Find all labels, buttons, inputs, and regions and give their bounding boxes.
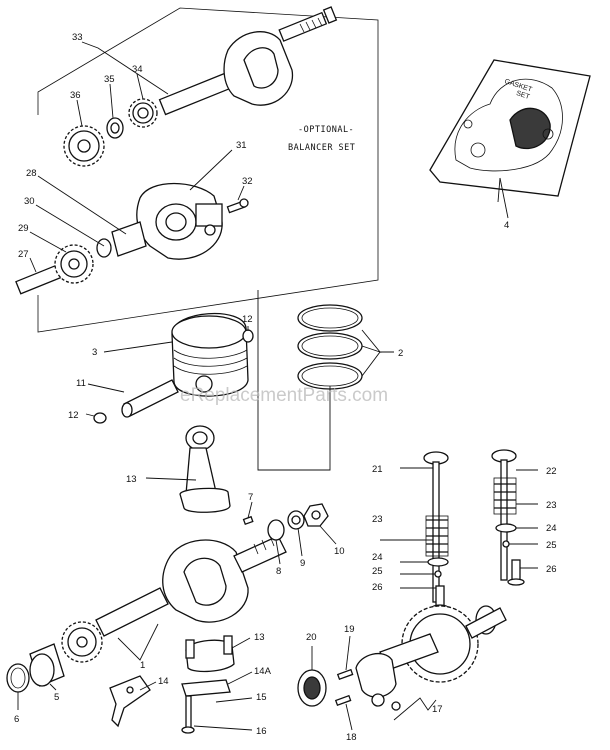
callout-labels: 33 34 35 36 31 32 28 30 29 27 4 3 12 2 1… [14,32,557,743]
callout-11: 11 [76,378,86,389]
crankshaft[interactable] [95,535,287,637]
optional-note-line2: BALANCER SET [288,143,355,153]
callout-17: 17 [432,704,443,715]
crankshaft-nut[interactable] [303,503,329,527]
balancer-set-enclosure [37,7,379,333]
retaining-ring-6[interactable] [6,663,30,693]
callout-20: 20 [306,632,317,643]
balancer-bolt-32[interactable] [226,198,249,214]
lock-plate[interactable] [181,679,231,697]
callout-12-lower: 12 [68,410,79,421]
crankshaft-key[interactable] [242,515,254,526]
callout-23-right: 23 [546,500,557,511]
optional-note-line1: -OPTIONAL- [298,125,354,135]
callout-21: 21 [372,464,383,475]
rod-screw[interactable] [181,695,195,734]
callout-12-upper: 12 [242,314,253,325]
callout-15: 15 [256,692,267,703]
callout-2: 2 [398,348,403,359]
callout-28: 28 [26,168,37,179]
crankshaft-washer[interactable] [287,510,305,530]
callout-13-lower: 13 [254,632,265,643]
callout-31: 31 [236,140,247,151]
crankshaft-gear[interactable] [61,621,103,663]
callout-25-right: 25 [546,540,557,551]
callout-16: 16 [256,726,267,737]
callout-24-right: 24 [546,523,557,534]
callout-14A: 14A [254,666,272,677]
camshaft-seal[interactable] [297,669,327,707]
callout-6: 6 [14,714,19,725]
retaining-ring-upper[interactable] [242,329,254,343]
callout-34: 34 [132,64,143,75]
gasket-set[interactable]: GASKET SET [429,59,591,197]
callout-1: 1 [140,660,145,671]
callout-18: 18 [346,732,357,743]
valve-spring-left[interactable] [425,515,449,557]
callout-10: 10 [334,546,345,557]
gasket-label-2: SET [515,90,531,101]
connecting-rod[interactable] [179,425,231,513]
bushing[interactable] [29,643,65,687]
piston-pin[interactable] [121,379,179,418]
callout-14: 14 [158,676,169,687]
leader-lines [17,41,538,731]
callout-36: 36 [70,90,81,101]
camshaft[interactable] [355,605,507,711]
balancer-crankshaft[interactable] [158,6,338,116]
rod-cap[interactable] [185,635,235,673]
callout-13-upper: 13 [126,474,137,485]
callout-26-right: 26 [546,564,557,575]
callout-5: 5 [54,692,59,703]
callout-9: 9 [300,558,305,569]
callout-25-left: 25 [372,566,383,577]
valve-keeper-left[interactable] [434,570,442,578]
piston[interactable] [171,312,249,397]
tappet-right[interactable] [507,559,525,586]
callout-26-left: 26 [372,582,383,593]
callout-19: 19 [344,624,355,635]
callout-23-left: 23 [372,514,383,525]
balancer-housing[interactable] [136,182,223,260]
camshaft-pin-18[interactable] [334,694,352,707]
oil-dipper[interactable] [109,675,151,728]
valve-keeper-right[interactable] [502,540,510,548]
balancer-shaft[interactable] [15,221,147,295]
crankshaft-seal[interactable] [267,519,285,541]
callout-4: 4 [504,220,509,231]
callout-7: 7 [248,492,253,503]
callout-8: 8 [276,566,281,577]
piston-ring-set[interactable] [297,304,363,390]
intake-valve[interactable] [491,449,517,581]
callout-24-left: 24 [372,552,383,563]
spring-retainer-left[interactable] [427,557,449,567]
callout-29: 29 [18,223,29,234]
callout-27: 27 [18,249,29,260]
callout-33: 33 [72,32,83,43]
callout-22: 22 [546,466,557,477]
watermark: eReplacementParts.com [180,385,388,406]
valve-spring-right[interactable] [493,477,517,515]
callout-30: 30 [24,196,35,207]
balancer-gear-36[interactable] [63,125,105,167]
camshaft-pin-19[interactable] [336,668,354,681]
balancer-gear-34[interactable] [128,98,158,128]
balancer-spacer-35[interactable] [106,117,124,139]
spring-retainer-right[interactable] [495,523,517,533]
callout-32: 32 [242,176,253,187]
retaining-ring-lower[interactable] [93,412,107,424]
callout-3: 3 [92,347,97,358]
callout-35: 35 [104,74,115,85]
exhaust-valve[interactable] [423,451,449,603]
